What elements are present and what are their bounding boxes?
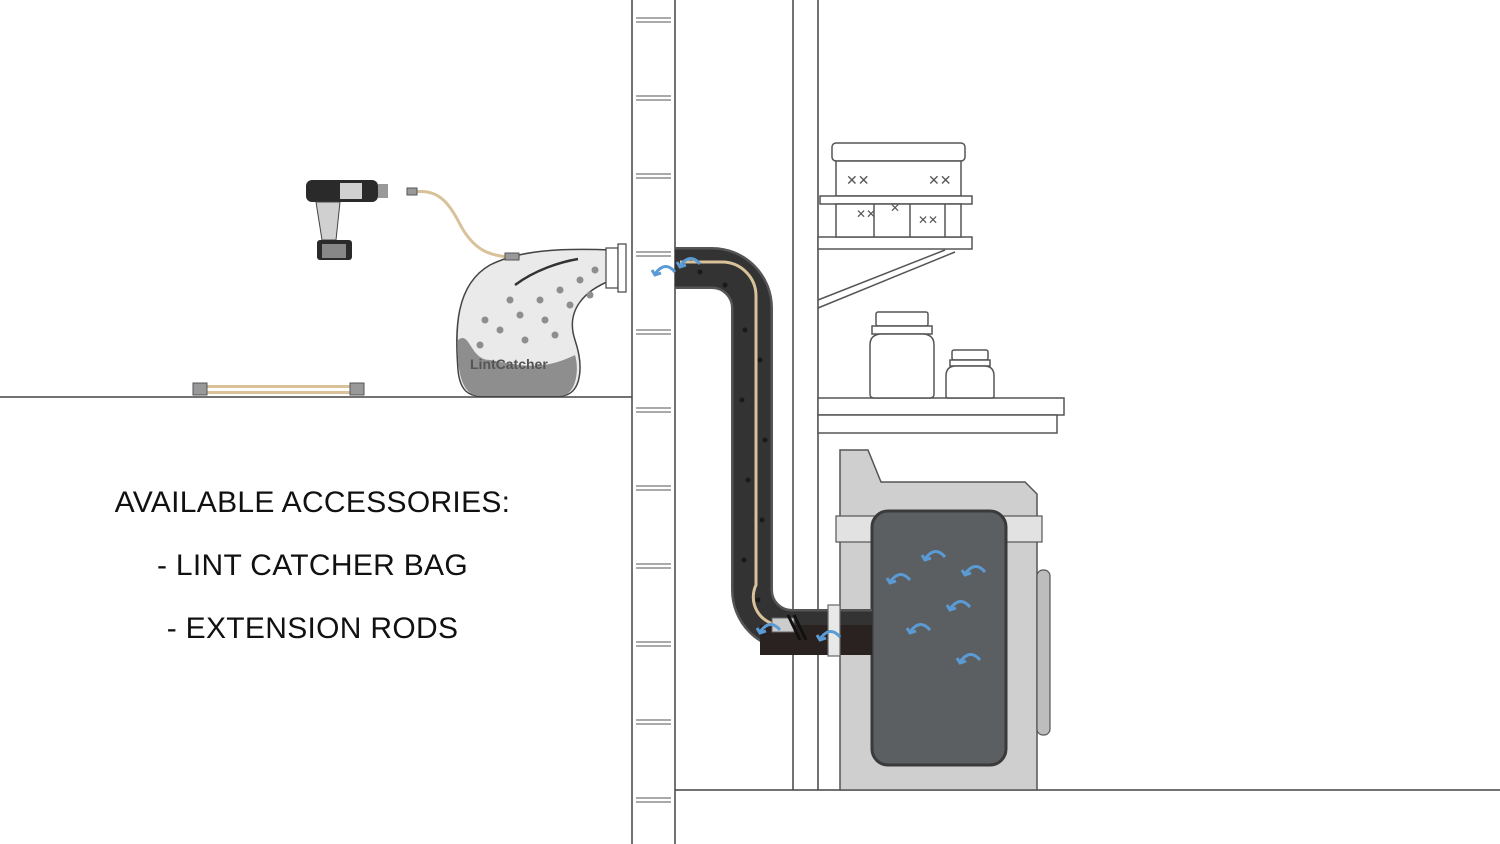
dryer-drum-window (870, 509, 1008, 767)
arrowhead-icon (815, 634, 827, 642)
lint-particle (757, 357, 763, 363)
flexible-drive-rod (413, 189, 521, 259)
extension-rods (192, 382, 365, 396)
lint-dot (521, 336, 529, 344)
airflow-arrow-icon (948, 600, 972, 610)
lint-dot (516, 311, 524, 319)
lint-particle (741, 557, 747, 563)
svg-text:✕✕: ✕✕ (928, 174, 951, 189)
lint-particle (759, 517, 765, 523)
lint-particle (745, 477, 751, 483)
arrowhead-icon (755, 627, 767, 635)
laundry-basket: ✕✕ ✕✕ ✕✕ ✕ ✕✕ (819, 142, 973, 238)
lint-dot (476, 341, 484, 349)
accessories-heading: AVAILABLE ACCESSORIES: (114, 486, 511, 519)
dryer-side-handle (1036, 569, 1051, 736)
svg-text:✕: ✕ (890, 201, 900, 215)
lint-catcher-bag: LintCatcher (456, 243, 627, 397)
lint-dot (576, 276, 584, 284)
svg-text:✕✕: ✕✕ (846, 174, 869, 189)
dryer (835, 449, 1051, 791)
accessory-item-extension-rods: - EXTENSION RODS (166, 612, 459, 645)
airflow-arrow-icon (908, 623, 932, 633)
lint-particle (739, 397, 745, 403)
lint-dot (591, 266, 599, 274)
lint-particle (722, 282, 728, 288)
bag-brand-label: LintCatcher (470, 356, 548, 372)
lint-dot (536, 296, 544, 304)
airflow-arrow-icon (888, 573, 912, 583)
airflow-arrows (650, 257, 987, 665)
extension-rod-in-duct (680, 260, 781, 627)
accessory-item-lint-catcher-bag: - LINT CATCHER BAG (157, 549, 468, 582)
airflow-arrow-icon (923, 550, 947, 560)
airflow-arrow-icon (963, 565, 987, 575)
arrowhead-icon (920, 554, 932, 562)
lint-dot (556, 286, 564, 294)
lint-dot (481, 316, 489, 324)
arrowhead-icon (675, 261, 687, 269)
upper-shelf (817, 236, 973, 309)
airflow-arrow-icon (758, 623, 782, 633)
lint-particle (697, 269, 703, 275)
detergent-jars (869, 311, 995, 399)
power-drill-icon (306, 180, 388, 260)
arrowhead-icon (955, 657, 967, 665)
svg-text:✕✕: ✕✕ (918, 213, 938, 227)
wall (631, 0, 676, 844)
lint-dot (541, 316, 549, 324)
arrowhead-icon (885, 577, 897, 585)
airflow-arrow-icon (653, 265, 677, 275)
lint-dot (496, 326, 504, 334)
svg-text:✕✕: ✕✕ (856, 207, 876, 221)
lint-dot (551, 331, 559, 339)
arrowhead-icon (905, 627, 917, 635)
airflow-arrow-icon (958, 653, 982, 663)
lint-dot (506, 296, 514, 304)
airflow-arrow-icon (678, 257, 702, 267)
lint-particle (762, 437, 768, 443)
lint-dot (586, 291, 594, 299)
airflow-arrow-icon (818, 630, 842, 640)
arrowhead-icon (945, 604, 957, 612)
lint-particle (742, 327, 748, 333)
lint-particle (755, 597, 761, 603)
lint-dot (566, 301, 574, 309)
arrowhead-icon (960, 569, 972, 577)
arrowhead-icon (650, 269, 662, 277)
lower-shelf (817, 397, 1065, 434)
